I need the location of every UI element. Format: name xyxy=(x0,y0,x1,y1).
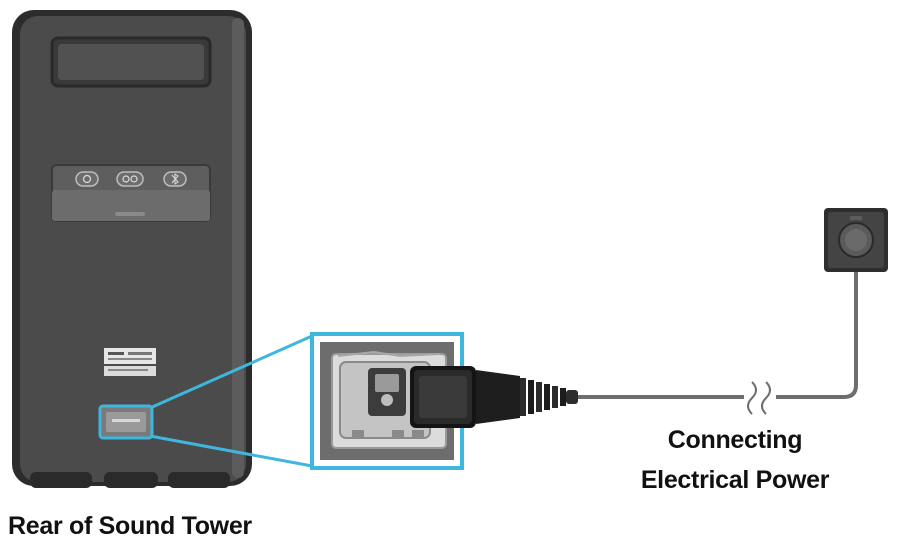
tower-power-port xyxy=(98,404,154,440)
power-cable xyxy=(578,262,858,415)
button-panel xyxy=(51,164,211,222)
wall-outlet xyxy=(824,208,888,272)
bluetooth-button-icon xyxy=(163,171,187,187)
power-button-icon xyxy=(75,171,99,187)
callout-lines xyxy=(149,334,313,468)
power-cable-plug xyxy=(410,366,578,428)
spec-label xyxy=(104,348,156,376)
mode-button-icon xyxy=(116,171,144,187)
caption-line-2: Electrical Power xyxy=(640,466,830,494)
connecting-power-caption: Connecting Electrical Power xyxy=(610,420,860,500)
sound-tower-rear xyxy=(12,10,252,488)
rear-of-sound-tower-caption: Rear of Sound Tower xyxy=(8,512,252,540)
caption-line-1: Connecting xyxy=(667,426,803,454)
